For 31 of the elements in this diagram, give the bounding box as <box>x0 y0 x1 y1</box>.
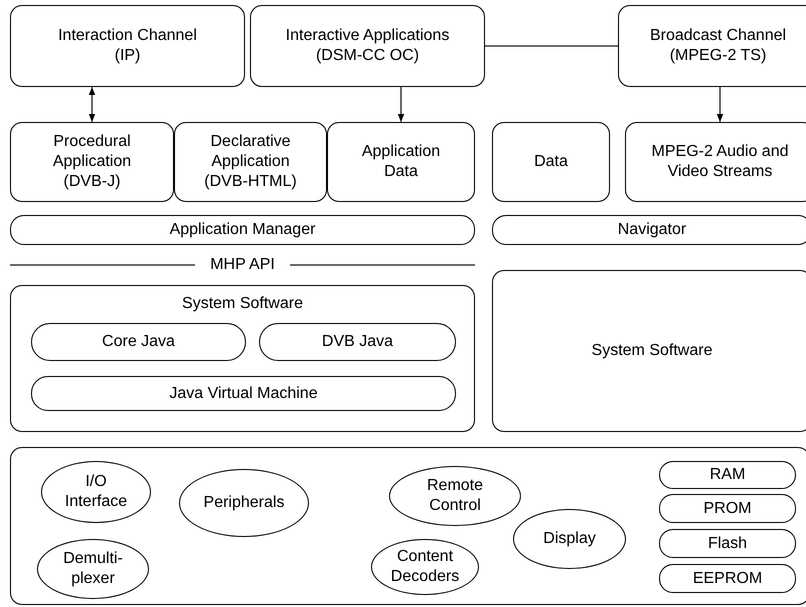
pill-box: RAM <box>659 461 796 489</box>
ellipse-node: Content Decoders <box>371 539 479 595</box>
rounded-box: System Software <box>492 270 806 432</box>
arrow <box>716 86 724 122</box>
rounded-box: Application Data <box>327 122 475 202</box>
pill-box: Core Java <box>31 323 246 361</box>
arrow <box>88 86 96 122</box>
group-panel <box>10 285 475 432</box>
ellipse-node: I/O Interface <box>41 461 151 523</box>
pill-box: DVB Java <box>259 323 456 361</box>
pill-box: Navigator <box>492 215 806 245</box>
pill-box: Flash <box>659 529 796 558</box>
pill-box: PROM <box>659 494 796 523</box>
rounded-box: Declarative Application (DVB-HTML) <box>174 122 327 202</box>
api-label: MHP API <box>209 255 276 275</box>
group-panel <box>10 447 806 605</box>
rounded-box: MPEG-2 Audio and Video Streams <box>625 122 806 202</box>
ellipse-node: Demulti- plexer <box>37 539 149 599</box>
arrow <box>398 86 404 122</box>
rounded-box: Interaction Channel (IP) <box>10 5 245 87</box>
rounded-box: Procedural Application (DVB-J) <box>10 122 174 202</box>
rounded-box: Broadcast Channel (MPEG-2 TS) <box>618 5 806 87</box>
panel-heading: System Software <box>181 294 304 314</box>
rounded-box: Data <box>492 122 610 202</box>
pill-box: Application Manager <box>10 215 475 245</box>
rounded-box: Interactive Applications (DSM-CC OC) <box>250 5 485 87</box>
ellipse-node: Peripherals <box>179 469 309 537</box>
pill-box: Java Virtual Machine <box>31 376 456 411</box>
pill-box: EEPROM <box>659 564 796 593</box>
ellipse-node: Display <box>513 509 626 569</box>
ellipse-node: Remote Control <box>389 466 521 526</box>
